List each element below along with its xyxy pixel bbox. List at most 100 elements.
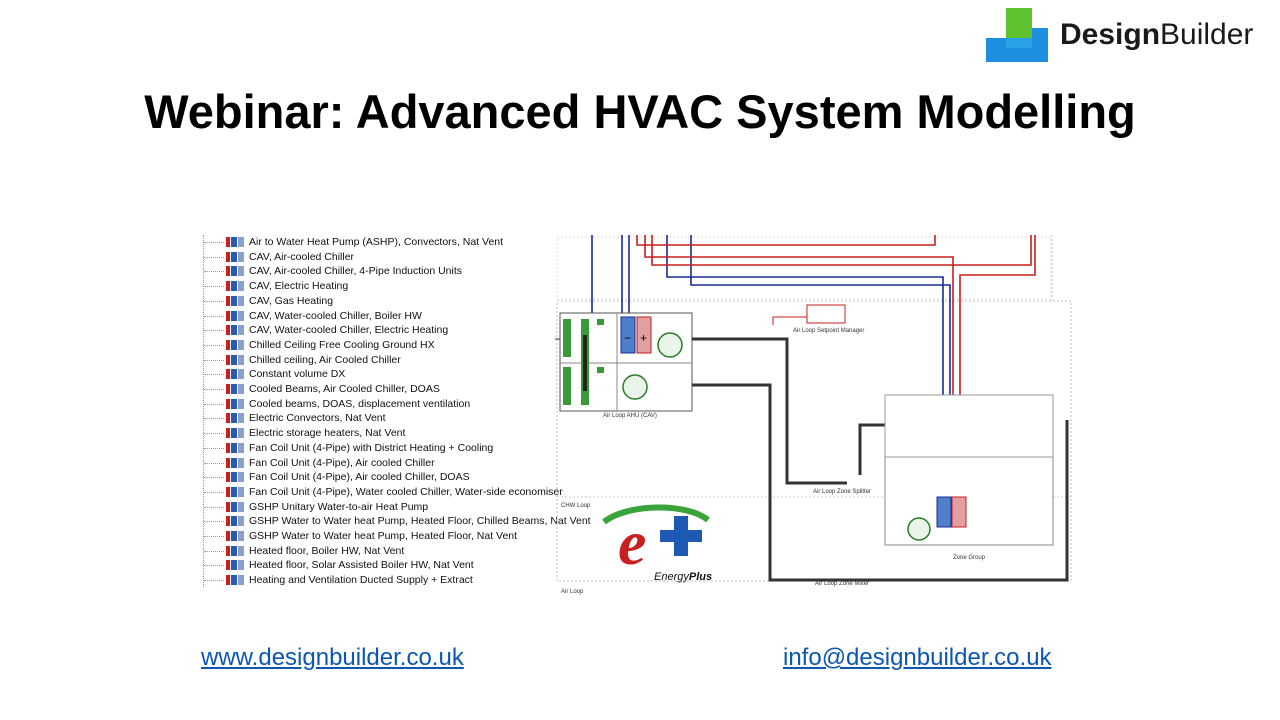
hvac-template-icon bbox=[226, 237, 244, 247]
hvac-schematic-diagram: − + Air Loop AHU (CAV) Air Loop Setpoint… bbox=[555, 235, 1072, 595]
email-link[interactable]: info@designbuilder.co.uk bbox=[783, 644, 1052, 671]
hvac-template-icon bbox=[226, 251, 244, 262]
hvac-template-icon bbox=[226, 531, 244, 541]
hvac-template-item[interactable]: CAV, Water-cooled Chiller, Electric Heat… bbox=[200, 323, 580, 338]
page-title: Webinar: Advanced HVAC System Modelling bbox=[144, 85, 1136, 138]
hvac-template-item[interactable]: GSHP Unitary Water-to-air Heat Pump bbox=[200, 500, 580, 515]
hvac-template-item[interactable]: Electric storage heaters, Nat Vent bbox=[200, 426, 580, 441]
tree-connector-line bbox=[203, 235, 204, 587]
hot-water-pipes bbox=[636, 235, 1036, 503]
tree-branch-line bbox=[204, 477, 224, 479]
svg-text:EnergyPlus: EnergyPlus bbox=[654, 571, 712, 583]
heat-recovery bbox=[583, 335, 587, 391]
hvac-template-item[interactable]: GSHP Water to Water heat Pump, Heated Fl… bbox=[200, 529, 580, 544]
designbuilder-logo: DesignBuilder bbox=[986, 8, 1276, 64]
hvac-template-label: GSHP Water to Water heat Pump, Heated Fl… bbox=[249, 515, 591, 528]
hvac-template-icon bbox=[226, 384, 244, 394]
tree-branch-line bbox=[204, 418, 224, 420]
hvac-template-icon bbox=[226, 310, 244, 321]
tree-branch-line bbox=[204, 521, 224, 523]
hvac-template-item[interactable]: Cooled Beams, Air Cooled Chiller, DOAS bbox=[200, 382, 580, 397]
tree-branch-line bbox=[204, 271, 224, 273]
tree-branch-line bbox=[204, 491, 224, 493]
hvac-template-icon bbox=[226, 442, 244, 453]
svg-text:Air Loop Zone Mixer: Air Loop Zone Mixer bbox=[815, 581, 869, 587]
hvac-template-icon bbox=[226, 354, 244, 365]
tree-branch-line bbox=[204, 462, 224, 464]
hvac-template-item[interactable]: Heating and Ventilation Ducted Supply + … bbox=[200, 573, 580, 588]
tree-branch-line bbox=[204, 550, 224, 552]
hvac-template-item[interactable]: CAV, Air-cooled Chiller bbox=[200, 250, 580, 265]
svg-text:Air Loop Setpoint Manager: Air Loop Setpoint Manager bbox=[793, 328, 864, 334]
hvac-template-item[interactable]: CAV, Electric Heating bbox=[200, 279, 580, 294]
hvac-template-item[interactable]: Electric Convectors, Nat Vent bbox=[200, 411, 580, 426]
hvac-template-label: CAV, Air-cooled Chiller, 4-Pipe Inductio… bbox=[249, 265, 463, 278]
hvac-template-label: Electric Convectors, Nat Vent bbox=[249, 412, 386, 425]
tree-branch-line bbox=[204, 256, 224, 258]
chw-loop-boundary bbox=[556, 236, 1052, 300]
hvac-template-label: GSHP Water to Water heat Pump, Heated Fl… bbox=[249, 530, 518, 542]
designbuilder-logo-icon bbox=[986, 8, 1048, 62]
hvac-template-icon bbox=[226, 545, 244, 556]
svg-text:Air Loop: Air Loop bbox=[561, 589, 584, 595]
hvac-template-label: Electric storage heaters, Nat Vent bbox=[249, 427, 406, 440]
hvac-template-label: Constant volume DX bbox=[249, 368, 346, 381]
hvac-template-label: Chilled ceiling, Air Cooled Chiller bbox=[249, 353, 401, 366]
heating-coil bbox=[636, 316, 652, 354]
air-loop-boundary bbox=[556, 300, 1072, 582]
hvac-template-icon bbox=[226, 516, 244, 527]
fan-coil-fan bbox=[907, 517, 931, 541]
hvac-template-icon bbox=[226, 266, 244, 277]
hvac-template-item[interactable]: Constant volume DX bbox=[200, 367, 580, 382]
hvac-template-label: Cooled beams, DOAS, displacement ventila… bbox=[249, 397, 471, 410]
hvac-template-label: Fan Coil Unit (4-Pipe), Water cooled Chi… bbox=[249, 485, 563, 498]
tree-branch-line bbox=[204, 242, 224, 243]
setpoint-manager bbox=[806, 304, 846, 324]
hvac-template-tree: Air to Water Heat Pump (ASHP), Convector… bbox=[200, 235, 591, 587]
hvac-template-item[interactable]: Fan Coil Unit (4-Pipe), Water cooled Chi… bbox=[200, 485, 580, 500]
hvac-template-label: Heating and Ventilation Ducted Supply + … bbox=[249, 574, 473, 587]
hvac-template-icon bbox=[226, 369, 244, 380]
hvac-template-item[interactable]: GSHP Water to Water heat Pump, Heated Fl… bbox=[200, 514, 591, 529]
hvac-template-label: Fan Coil Unit (4-Pipe) with District Hea… bbox=[249, 441, 494, 454]
hvac-template-icon bbox=[226, 472, 244, 483]
hvac-template-label: Air to Water Heat Pump (ASHP), Convector… bbox=[249, 236, 504, 248]
hvac-template-label: CAV, Gas Heating bbox=[249, 294, 334, 307]
air-ducts bbox=[692, 337, 1069, 582]
hvac-template-icon bbox=[226, 325, 244, 336]
svg-text:CHW Loop: CHW Loop bbox=[561, 503, 591, 509]
hvac-template-item[interactable]: CAV, Water-cooled Chiller, Boiler HW bbox=[200, 309, 580, 324]
hvac-template-label: Heated floor, Boiler HW, Nat Vent bbox=[249, 544, 405, 557]
hvac-template-item[interactable]: Chilled ceiling, Air Cooled Chiller bbox=[200, 353, 580, 368]
hvac-template-item[interactable]: Heated floor, Solar Assisted Boiler HW, … bbox=[200, 558, 580, 573]
svg-text:Zone Group: Zone Group bbox=[953, 555, 986, 561]
tree-branch-line bbox=[204, 359, 224, 361]
hvac-template-item[interactable]: CAV, Gas Heating bbox=[200, 294, 580, 309]
chilled-water-pipes bbox=[591, 235, 951, 503]
hvac-template-item[interactable]: Fan Coil Unit (4-Pipe), Air cooled Chill… bbox=[200, 470, 580, 485]
hvac-template-label: CAV, Water-cooled Chiller, Boiler HW bbox=[249, 309, 422, 322]
svg-text:Air Loop AHU (CAV): Air Loop AHU (CAV) bbox=[603, 413, 657, 419]
hvac-template-item[interactable]: Fan Coil Unit (4-Pipe) with District Hea… bbox=[200, 441, 580, 456]
hvac-template-item[interactable]: CAV, Air-cooled Chiller, 4-Pipe Inductio… bbox=[200, 264, 580, 279]
hvac-template-item[interactable]: Air to Water Heat Pump (ASHP), Convector… bbox=[200, 235, 580, 250]
hvac-template-item[interactable]: Cooled beams, DOAS, displacement ventila… bbox=[200, 397, 580, 412]
hvac-template-item[interactable]: Heated floor, Boiler HW, Nat Vent bbox=[200, 544, 580, 559]
tree-branch-line bbox=[204, 286, 224, 288]
hvac-template-label: Chilled Ceiling Free Cooling Ground HX bbox=[249, 338, 435, 351]
tree-branch-line bbox=[204, 565, 224, 567]
hvac-template-label: CAV, Air-cooled Chiller bbox=[249, 250, 355, 263]
svg-text:e: e bbox=[618, 507, 646, 578]
hvac-template-item[interactable]: Fan Coil Unit (4-Pipe), Air cooled Chill… bbox=[200, 456, 580, 471]
tree-branch-line bbox=[204, 389, 224, 390]
tree-branch-line bbox=[204, 403, 224, 405]
tree-branch-line bbox=[204, 315, 224, 317]
hvac-template-icon bbox=[226, 457, 244, 468]
hvac-template-icon bbox=[226, 486, 244, 497]
hvac-template-label: CAV, Electric Heating bbox=[249, 280, 349, 293]
supply-fan bbox=[657, 332, 683, 358]
hvac-template-label: Cooled Beams, Air Cooled Chiller, DOAS bbox=[249, 383, 440, 395]
hvac-template-item[interactable]: Chilled Ceiling Free Cooling Ground HX bbox=[200, 338, 580, 353]
tree-branch-line bbox=[204, 580, 224, 582]
website-link[interactable]: www.designbuilder.co.uk bbox=[201, 644, 464, 671]
